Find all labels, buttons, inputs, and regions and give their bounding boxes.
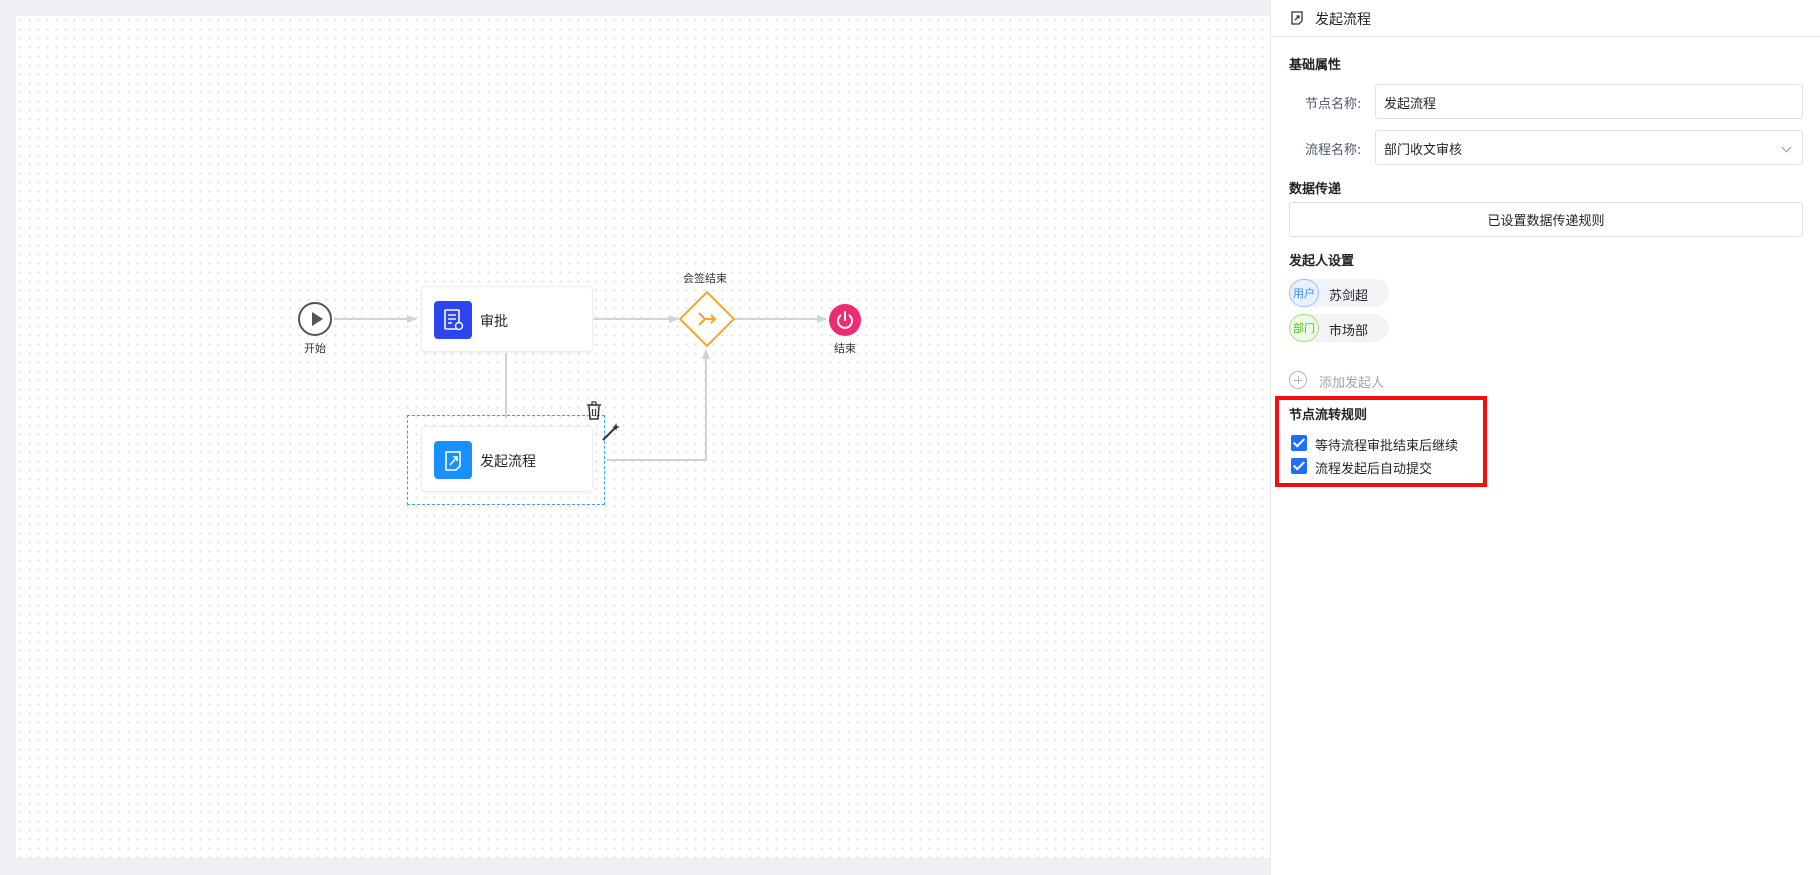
- data-transfer-rule-label: 已设置数据传递规则: [1487, 214, 1605, 229]
- gateway-label: 会签结束: [683, 272, 727, 285]
- rule-label: 等待流程审批结束后继续: [1315, 439, 1459, 454]
- flow-canvas[interactable]: [16, 16, 1270, 858]
- gateway-merge-icon: [698, 312, 717, 326]
- properties-panel: 发起流程 基础属性 节点名称: 发起流程 流程名称: 部门收文审核 数据传递 已…: [1270, 0, 1820, 875]
- panel-title: 发起流程: [1315, 12, 1371, 28]
- initiator-chip-dept[interactable]: 部门 市场部: [1289, 314, 1389, 342]
- plus-circle-icon: [1289, 371, 1307, 389]
- trash-icon[interactable]: [585, 401, 603, 421]
- flow-name-value: 部门收文审核: [1384, 143, 1463, 158]
- launch-process-icon: [434, 441, 472, 479]
- highlight-box: [1275, 396, 1487, 487]
- node-name-value: 发起流程: [1384, 97, 1437, 112]
- panel-header: 发起流程: [1271, 0, 1820, 37]
- basic-properties-heading: 基础属性: [1289, 58, 1342, 73]
- selection-outline: [407, 415, 605, 505]
- flow-designer-stage: 开始 审批 发起流程: [0, 0, 1270, 875]
- approve-task-label: 审批: [480, 314, 508, 330]
- data-transfer-heading: 数据传递: [1289, 182, 1342, 197]
- checkbox-checked[interactable]: [1291, 458, 1307, 474]
- initiator-chip-user[interactable]: 用户 苏剑超: [1289, 279, 1389, 307]
- launch-process-label: 发起流程: [480, 454, 536, 470]
- magic-wand-icon[interactable]: [599, 420, 623, 444]
- flow-rules-heading: 节点流转规则: [1289, 408, 1368, 423]
- end-node[interactable]: [829, 304, 861, 336]
- user-tag: 用户: [1289, 279, 1319, 307]
- play-icon: [312, 312, 323, 326]
- launch-process-node[interactable]: 发起流程: [421, 426, 593, 492]
- flow-name-select[interactable]: 部门收文审核: [1375, 130, 1803, 165]
- initiator-name: 苏剑超: [1329, 289, 1369, 304]
- launch-process-small-icon: [1289, 10, 1305, 26]
- node-name-label: 节点名称:: [1305, 97, 1362, 112]
- flow-name-label: 流程名称:: [1305, 143, 1362, 158]
- data-transfer-rule-button[interactable]: 已设置数据传递规则: [1289, 202, 1803, 237]
- initiator-name: 市场部: [1329, 324, 1369, 339]
- approve-task-node[interactable]: 审批: [421, 286, 593, 352]
- add-initiator-label: 添加发起人: [1319, 376, 1385, 391]
- chevron-down-icon: [1781, 142, 1792, 153]
- start-node-label: 开始: [304, 342, 326, 355]
- end-node-label: 结束: [834, 342, 856, 355]
- start-node[interactable]: [298, 302, 332, 336]
- initiator-settings-heading: 发起人设置: [1289, 254, 1355, 269]
- rule-label: 流程发起后自动提交: [1315, 462, 1433, 477]
- checkbox-checked[interactable]: [1291, 435, 1307, 451]
- dept-tag: 部门: [1289, 314, 1319, 342]
- node-name-input[interactable]: 发起流程: [1375, 84, 1803, 119]
- power-icon: [837, 311, 853, 329]
- approve-document-icon: [434, 301, 472, 339]
